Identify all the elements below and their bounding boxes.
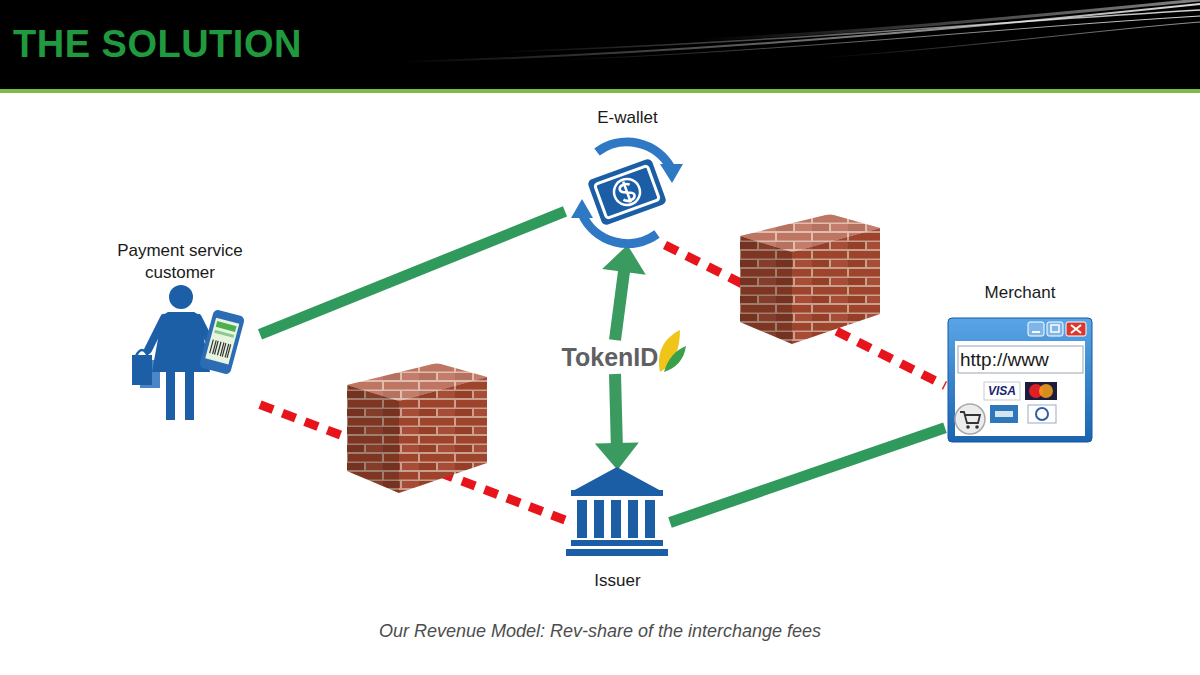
node-label: Issuer <box>565 570 670 591</box>
cycle-arrow <box>582 214 657 244</box>
banknote-symbol <box>587 158 667 226</box>
header-swoosh <box>700 0 1200 40</box>
connector-line <box>260 211 565 334</box>
browser-window <box>948 318 1092 442</box>
bank-icon <box>566 467 668 556</box>
ewallet-icon <box>571 142 683 244</box>
arrow-head <box>595 442 639 470</box>
diners-card <box>1036 408 1048 420</box>
person-leg <box>185 370 194 420</box>
header-swoosh <box>560 16 1200 60</box>
amex-card <box>995 411 1013 417</box>
window-button <box>1051 325 1059 332</box>
tokenid-leaf <box>659 330 686 372</box>
brick-wall <box>347 363 487 493</box>
bank-base <box>571 540 663 546</box>
phone-screen <box>216 321 237 332</box>
phone-screen <box>214 330 234 338</box>
customer-node: Payment service customer <box>100 240 260 425</box>
arrow-head <box>602 245 646 275</box>
person-leg <box>166 370 175 420</box>
connector-line <box>615 374 617 444</box>
cycle-arrow <box>571 199 593 218</box>
connector <box>602 245 646 340</box>
cart-symbol <box>975 425 979 429</box>
phone-symbol <box>199 309 245 375</box>
window-close <box>1066 322 1086 336</box>
node-label: Merchant <box>945 282 1095 304</box>
header-band <box>0 0 1200 93</box>
banknote-symbol <box>595 166 660 219</box>
header-swoosh <box>820 22 1200 58</box>
caption: Our Revenue Model: Rev-share of the inte… <box>0 619 1200 643</box>
cycle-arrow <box>660 164 683 183</box>
cart-symbol <box>960 412 980 423</box>
connector <box>595 374 639 470</box>
cycle-arrow <box>597 142 671 168</box>
bank-column <box>628 500 638 538</box>
bank-column <box>645 500 655 538</box>
connector-layer <box>260 211 945 522</box>
visa-card <box>984 382 1020 400</box>
bank-roof <box>571 490 663 496</box>
banknote-symbol <box>587 158 667 226</box>
bank-roof <box>571 467 663 492</box>
phone-symbol <box>199 309 245 375</box>
bank-column <box>577 500 587 538</box>
header-rule <box>0 89 1200 93</box>
shopping-bag <box>132 355 152 385</box>
node-text: http://www <box>960 348 1085 372</box>
diners-card <box>1028 405 1056 423</box>
bank-column <box>611 500 621 538</box>
ewallet-node: E-wallet <box>565 105 690 245</box>
banknote-symbol <box>610 175 643 208</box>
person-head <box>169 285 193 309</box>
mastercard-card <box>1025 382 1057 400</box>
bank-column <box>594 500 604 538</box>
merchant-node: Merchant http://wwwVISA <box>945 282 1095 444</box>
connector <box>260 211 565 334</box>
mastercard-card <box>1039 384 1053 398</box>
window-close <box>1071 325 1081 333</box>
amex-card <box>990 405 1018 423</box>
node-label: TokenID <box>560 340 660 374</box>
issuer-node: Issuer <box>565 470 670 592</box>
window-button <box>1032 331 1040 333</box>
dollar-symbol <box>618 180 637 205</box>
tokenid-node: TokenID <box>560 340 670 374</box>
browser-page <box>955 341 1085 436</box>
slide-title: THE SOLUTION <box>13 22 302 66</box>
customer-icon <box>132 285 245 420</box>
node-label: Payment service customer <box>100 240 260 284</box>
connector <box>670 428 945 523</box>
brick-wall <box>740 214 880 344</box>
connector-line <box>670 428 945 523</box>
window-button <box>1028 322 1044 336</box>
barcode-symbol <box>210 340 231 358</box>
node-label: E-wallet <box>565 107 690 129</box>
phone-screen <box>205 318 239 365</box>
cart-symbol <box>955 404 985 434</box>
window-button <box>1047 322 1063 336</box>
tokenid-leaf <box>664 346 686 372</box>
header-band <box>0 0 1200 89</box>
bank-base <box>566 549 668 556</box>
cart-symbol <box>966 425 970 429</box>
node-text: VISA <box>984 384 1020 398</box>
browser-window <box>948 318 1092 442</box>
connector-line <box>615 271 624 340</box>
